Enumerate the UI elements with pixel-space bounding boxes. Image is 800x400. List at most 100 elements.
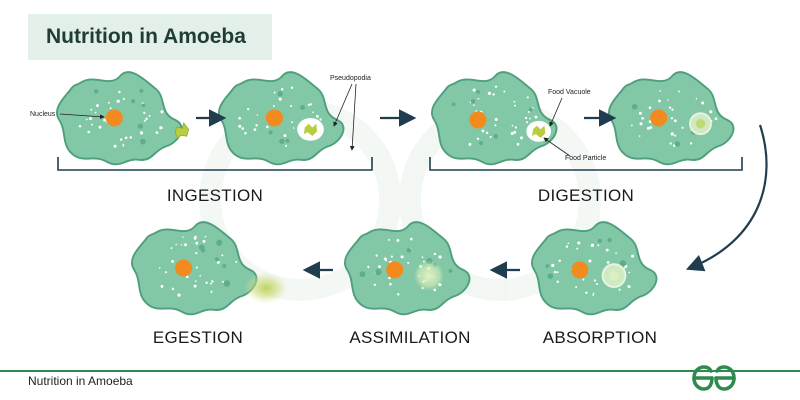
- cytoplasm-dot: [158, 266, 161, 269]
- granule-dot: [674, 141, 681, 147]
- cytoplasm-dot: [592, 294, 594, 296]
- cytoplasm-dot: [477, 97, 480, 100]
- cytoplasm-dot: [139, 131, 144, 135]
- cytoplasm-dot: [285, 144, 288, 147]
- stage-label-assimilation: ASSIMILATION: [349, 328, 471, 347]
- cytoplasm-dot: [669, 142, 672, 145]
- cytoplasm-dot: [309, 103, 312, 106]
- cytoplasm-dot: [649, 126, 653, 129]
- cytoplasm-dot: [596, 283, 599, 286]
- nucleus-icon: [386, 261, 404, 279]
- cytoplasm-dot: [221, 254, 224, 257]
- waste-cloud: [244, 272, 288, 304]
- cytoplasm-dot: [283, 134, 287, 137]
- cytoplasm-dot: [280, 87, 284, 91]
- cytoplasm-dot: [677, 90, 680, 93]
- cytoplasm-dot: [210, 290, 213, 293]
- cytoplasm-dot: [241, 127, 245, 130]
- granule-dot: [547, 273, 554, 280]
- cytoplasm-dot: [87, 130, 91, 134]
- granule-dot: [528, 107, 533, 112]
- cytoplasm-dot: [195, 241, 199, 245]
- cytoplasm-dot: [148, 115, 151, 117]
- food-vacuole-label: Food Vacuole: [548, 89, 591, 96]
- cytoplasm-dot: [588, 259, 592, 263]
- cytoplasm-dot: [577, 241, 581, 245]
- cytoplasm-dot: [209, 282, 212, 285]
- cytoplasm-dot: [659, 90, 662, 92]
- cytoplasm-dot: [615, 252, 617, 255]
- cytoplasm-dot: [396, 239, 400, 242]
- gfg-logo-icon: [692, 365, 736, 391]
- cytoplasm-dot: [468, 142, 472, 146]
- food-particle-1: [174, 122, 189, 140]
- cytoplasm-dot: [526, 96, 529, 99]
- cytoplasm-dot: [701, 101, 705, 105]
- cytoplasm-dot: [383, 257, 387, 261]
- cytoplasm-dot: [290, 86, 294, 90]
- cytoplasm-dot: [94, 111, 97, 114]
- cytoplasm-dot: [558, 259, 561, 263]
- cytoplasm-dot: [235, 260, 238, 263]
- granule-dot: [131, 99, 136, 104]
- cytoplasm-dot: [180, 244, 183, 246]
- cytoplasm-dot: [171, 287, 175, 291]
- stage-label-ingestion: INGESTION: [166, 186, 264, 205]
- cytoplasm-dot: [211, 280, 214, 283]
- nucleus-pointer: [59, 113, 105, 120]
- pseudopodia-pointer-2: [349, 83, 357, 151]
- cytoplasm-dot: [373, 283, 376, 286]
- footer-caption: Nutrition in Amoeba: [28, 374, 133, 388]
- granule-dot: [140, 138, 146, 145]
- cytoplasm-dot: [78, 125, 82, 128]
- cytoplasm-dot: [492, 93, 495, 96]
- granule-dot: [223, 280, 231, 287]
- cytoplasm-dot: [193, 284, 197, 288]
- title-banner: Nutrition in Amoeba: [28, 14, 272, 60]
- cytoplasm-dot: [107, 101, 110, 104]
- granule-dot: [277, 91, 283, 97]
- cytoplasm-dot: [278, 97, 282, 101]
- cytoplasm-dot: [438, 255, 442, 259]
- amoeba-ingestion-1: [55, 71, 183, 166]
- cytoplasm-dot: [514, 126, 518, 129]
- cytoplasm-dot: [396, 293, 400, 296]
- cytoplasm-dot: [291, 121, 294, 124]
- cytoplasm-dot: [593, 279, 597, 282]
- stage-label-absorption: ABSORPTION: [542, 328, 658, 347]
- cytoplasm-dot: [576, 247, 579, 250]
- cytoplasm-dot: [527, 110, 530, 113]
- cytoplasm-dot: [494, 124, 497, 127]
- cytoplasm-dot: [489, 135, 492, 139]
- cytoplasm-dot: [638, 111, 642, 115]
- cytoplasm-dot: [494, 118, 498, 122]
- cytoplasm-dot: [195, 266, 198, 269]
- cytoplasm-dot: [204, 235, 207, 238]
- cytoplasm-dot: [122, 145, 125, 147]
- granule-dot: [470, 99, 476, 104]
- cytoplasm-dot: [170, 247, 173, 249]
- cytoplasm-dot: [113, 144, 117, 148]
- granule-dot: [448, 268, 453, 273]
- cytoplasm-dot: [255, 124, 258, 127]
- granule-dot: [476, 89, 480, 94]
- cytoplasm-dot: [195, 252, 198, 255]
- cytoplasm-dot: [524, 116, 528, 120]
- cytoplasm-dot: [388, 276, 391, 280]
- cytoplasm-dot: [658, 99, 661, 103]
- cytoplasm-dot: [390, 255, 393, 258]
- cytoplasm-dot: [565, 245, 569, 248]
- granule-dot: [222, 263, 227, 268]
- cytoplasm-dot: [91, 123, 93, 126]
- cytoplasm-dot: [194, 235, 197, 239]
- cytoplasm-dot: [627, 285, 631, 289]
- granule-dot: [597, 238, 603, 244]
- food-vacuole-pointer: [549, 97, 563, 127]
- nucleus-icon: [265, 109, 283, 127]
- granule-dot: [137, 123, 143, 129]
- granule-dot: [619, 260, 627, 267]
- cytoplasm-dot: [272, 105, 275, 107]
- nucleus-icon: [650, 109, 668, 127]
- cytoplasm-dot: [289, 104, 293, 108]
- nucleus-label: Nucleus: [30, 111, 56, 118]
